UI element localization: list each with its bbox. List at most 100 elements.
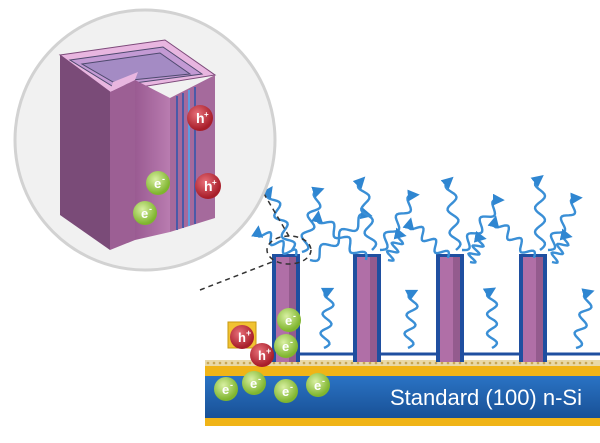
substrate-dot: [374, 361, 378, 365]
substrate-dot: [278, 361, 282, 365]
substrate-dot: [494, 361, 498, 365]
electron-particle: e-: [242, 371, 266, 395]
photon-wave: [461, 193, 505, 252]
substrate-dot: [248, 361, 252, 365]
substrate-dot: [584, 361, 588, 365]
substrate-dot: [542, 361, 546, 365]
magnifier-inset: h + h + e - e -: [13, 8, 312, 291]
electron-label: e: [282, 384, 289, 399]
electron-particle: e-: [274, 334, 298, 358]
hole-particle: h +: [195, 173, 221, 199]
nanowire-pillar: [519, 254, 547, 362]
substrate-dot: [554, 361, 558, 365]
substrate-dot: [242, 361, 246, 365]
substrate-dot: [518, 361, 522, 365]
photon-wave: [251, 225, 298, 257]
substrate-dot: [506, 361, 510, 365]
substrate-gold-layer: [205, 366, 600, 376]
hole-particle: h+: [230, 325, 254, 349]
photon-wave: [550, 228, 573, 265]
photon-wave: [300, 186, 325, 254]
substrate-dot: [212, 361, 216, 365]
substrate-dot: [362, 361, 366, 365]
magnifier-lead-line-bottom: [199, 261, 273, 291]
electron-label: e: [285, 313, 292, 328]
substrate-dot: [290, 361, 294, 365]
photon-wave: [379, 189, 420, 252]
substrate-dot: [458, 361, 462, 365]
substrate-dot: [536, 361, 540, 365]
electron-particle: e -: [146, 171, 170, 195]
hole-sign: +: [246, 328, 251, 338]
substrate-dot: [524, 361, 528, 365]
substrate-dot: [440, 361, 444, 365]
substrate-dot: [236, 361, 240, 365]
photon-wave: [352, 176, 378, 251]
electron-sign: -: [290, 382, 293, 392]
photon-emission-group: [251, 175, 595, 350]
photon-wave: [260, 186, 297, 251]
photon-wave: [402, 217, 451, 259]
substrate-top-dots: [205, 360, 600, 368]
substrate-dot: [380, 361, 384, 365]
inset-charges: h + h + e - e -: [133, 105, 221, 225]
substrate-dot: [476, 361, 480, 365]
hole-label: h: [204, 178, 213, 194]
photon-wave: [311, 210, 368, 261]
electron-sign: -: [230, 380, 233, 390]
substrate-dot: [548, 361, 552, 365]
substrate-dot: [398, 361, 402, 365]
electron-sign: -: [290, 337, 293, 347]
substrate-dot: [308, 361, 312, 365]
substrate-dot: [338, 361, 342, 365]
hole-sign: +: [266, 346, 271, 356]
photon-wave: [440, 176, 462, 251]
magnifier-target-ring: [266, 235, 312, 265]
substrate-base: [205, 376, 600, 420]
electron-label: e: [141, 206, 148, 221]
nanowire-pillar: [436, 254, 519, 362]
photon-wave: [487, 215, 537, 259]
electron-sign: -: [293, 311, 296, 321]
hole-sign: +: [212, 178, 217, 187]
substrate-dot: [332, 361, 336, 365]
electron-label: e: [282, 339, 289, 354]
photon-wave: [547, 192, 583, 252]
substrate-dot: [422, 361, 426, 365]
substrate-dot: [470, 361, 474, 365]
photon-wave: [403, 289, 419, 350]
substrate-dot: [434, 361, 438, 365]
substrate-dot: [416, 361, 420, 365]
substrate-dot: [452, 361, 456, 365]
substrate-dot: [590, 361, 594, 365]
inset-pillar-top-inner: [80, 52, 192, 83]
electron-label: e: [222, 382, 229, 397]
substrate-dot: [206, 361, 210, 365]
inset-pillar-notch-right: [135, 80, 170, 240]
substrate-dot: [368, 361, 372, 365]
inset-pillar-cutaway: [58, 39, 217, 250]
substrate-dot: [218, 361, 222, 365]
electron-particle: e-: [306, 373, 330, 397]
substrate-dot: [410, 361, 414, 365]
electron-particle: e-: [274, 379, 298, 403]
substrate-dot: [446, 361, 450, 365]
substrate-bottom-gold: [205, 418, 600, 426]
electron-sign: -: [258, 374, 261, 384]
electron-sign: -: [149, 204, 152, 214]
substrate-dot: [230, 361, 234, 365]
pillar-array: [272, 254, 600, 362]
substrate-dot: [350, 361, 354, 365]
substrate-dot: [566, 361, 570, 365]
substrate-dot: [356, 361, 360, 365]
photon-wave: [573, 288, 595, 350]
substrate-dot: [314, 361, 318, 365]
electron-particle: e -: [133, 201, 157, 225]
substrate-dot: [482, 361, 486, 365]
substrate-dot: [296, 361, 300, 365]
electron-label: e: [314, 378, 321, 393]
substrate-charges: h+h+e-e-e-e-e-e-: [214, 308, 330, 403]
substrate-dot: [464, 361, 468, 365]
substrate-dot: [428, 361, 432, 365]
